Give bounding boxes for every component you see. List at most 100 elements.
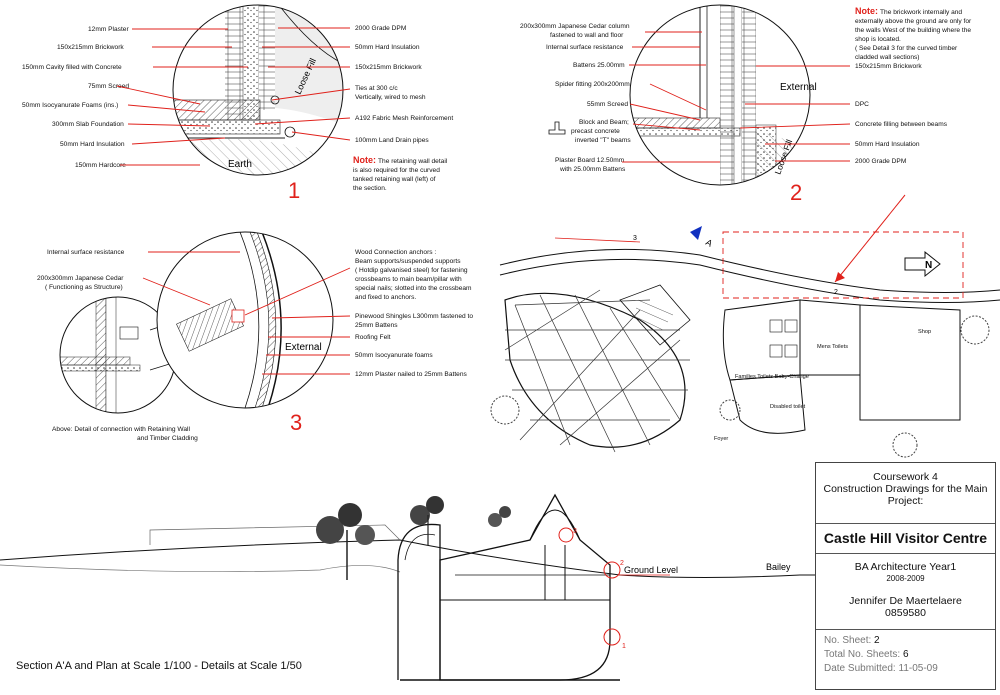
ground-level-label: Ground Level xyxy=(624,565,678,575)
detail-1-note-head: Note: xyxy=(353,155,376,165)
tb-date-label: Date Submitted: xyxy=(824,663,896,674)
d1-label-isocyanurate: 50mm Isocyanurate Foams (ins.) xyxy=(22,102,118,109)
d3-caption-line-1: Above: Detail of connection with Retaini… xyxy=(52,426,190,433)
d3-label-plaster: 12mm Plaster nailed to 25mm Battens xyxy=(355,371,467,378)
d2-label-hard-insul: 50mm Hard Insulation xyxy=(855,141,920,148)
d2-note-line-3: the walls West of the building where the xyxy=(855,27,971,34)
d3-label-anchors: Wood Connection anchors : xyxy=(355,249,436,256)
d1-label-hard-insul-r: 50mm Hard Insulation xyxy=(355,44,420,51)
d2-label-cedar: 200x300mm Japanese Cedar column xyxy=(520,23,630,30)
plan-section-marker: A xyxy=(704,237,714,249)
d1-label-ties-2: Vertically, wired to mesh xyxy=(355,94,426,101)
d1-label-mesh: A192 Fabric Mesh Reinforcement xyxy=(355,115,453,122)
d2-note-line-6: cladded wall sections) xyxy=(855,54,920,61)
d3-label-cedar-2: ( Functioning as Structure) xyxy=(45,284,123,291)
d1-note-line-4: the section. xyxy=(353,185,387,192)
detail-2-note-head: Note: xyxy=(855,6,878,16)
section-aa: 1 2 3 Ground Level Bailey xyxy=(0,493,815,681)
detail-3-external-label: External xyxy=(285,342,322,353)
d3-label-anchors-5: special nails; slotted into the crossbea… xyxy=(355,285,472,292)
detail-2-right-labels: 150x215mm Brickwork DPC Concrete filling… xyxy=(855,63,948,165)
d2-label-dpc: DPC xyxy=(855,101,869,108)
d2-label-brick: 150x215mm Brickwork xyxy=(855,63,922,70)
d3-label-anchors-6: and fixed to anchors. xyxy=(355,294,416,301)
d1-label-cavity: 150mm Cavity filled with Concrete xyxy=(22,64,122,71)
d3-label-foams: 50mm Isocyanurate foams xyxy=(355,352,433,359)
d3-label-anchors-2: Beam supports/suspended supports xyxy=(355,258,461,265)
section-marker-2: 2 xyxy=(620,560,624,567)
tb-sheet-row: No. Sheet: 2 xyxy=(824,635,880,646)
d3-label-shingles-2: 25mm Battens xyxy=(355,322,398,329)
plan-room-family: Families Toilets Baby-Change xyxy=(735,374,809,380)
d1-label-plaster: 12mm Plaster xyxy=(88,26,129,33)
detail-1-right-labels: 2000 Grade DPM 50mm Hard Insulation 150x… xyxy=(355,25,453,144)
tb-total-row: Total No. Sheets: 6 xyxy=(824,649,909,660)
d1-label-dpm: 2000 Grade DPM xyxy=(355,25,406,32)
d2-label-block-2: precast concrete xyxy=(571,128,620,135)
tb-total-value: 6 xyxy=(902,649,909,660)
tb-construction: Construction Drawings for the Main xyxy=(823,483,988,495)
d2-label-dpm: 2000 Grade DPM xyxy=(855,158,906,165)
plan-marker-2: 2 xyxy=(834,289,838,296)
floor-plan: 2 3 A N Mens Toilets Families Toilets Ba… xyxy=(490,194,1000,458)
detail-1-number: 1 xyxy=(288,178,300,203)
plan-room-disabled: Disabled toilet xyxy=(770,404,806,410)
d2-label-block: Block and Beam; xyxy=(579,119,629,126)
tb-project-label: Project: xyxy=(887,495,924,507)
tb-sheet-value: 2 xyxy=(874,635,880,646)
glass-pavilion xyxy=(504,289,690,453)
plan-room-shop: Shop xyxy=(918,329,931,335)
d2-label-cedar-2: fastened to wall and floor xyxy=(550,32,624,39)
tb-student-id: 0859580 xyxy=(885,607,926,619)
d1-note-line-2: is also required for the curved xyxy=(353,167,440,174)
d1-label-brick-r: 150x215mm Brickwork xyxy=(355,64,422,71)
detail-3-number: 3 xyxy=(290,410,302,435)
section-marker-1: 1 xyxy=(622,643,626,650)
d3-caption-line-2: and Timber Cladding xyxy=(137,435,198,442)
d3-label-surface: Internal surface resistance xyxy=(47,249,125,256)
d3-label-anchors-4: crossbeams to main beam/pillar with xyxy=(355,276,462,283)
tb-sheet-label: No. Sheet: xyxy=(824,635,872,646)
tb-total-label: Total No. Sheets: xyxy=(824,649,901,660)
detail-3-left-labels: Internal surface resistance 200x300mm Ja… xyxy=(37,249,125,291)
d3-label-anchors-3: ( Hotdip galvanised steel) for fastening xyxy=(355,267,468,274)
d1-label-screed: 75mm Screed xyxy=(88,83,129,90)
plan-marker-3: 3 xyxy=(633,235,637,242)
detail-3: External 3 Internal surface resistance 2… xyxy=(37,231,473,442)
tb-date-row: Date Submitted: 11-05-09 xyxy=(824,663,938,674)
d1-label-ties: Ties at 300 c/c xyxy=(355,85,398,92)
detail-2-number: 2 xyxy=(790,180,802,205)
d2-label-spider: Spider fitting 200x200mm xyxy=(555,81,630,88)
tb-course: BA Architecture Year1 xyxy=(854,561,957,573)
d2-note-line-2: externally above the ground are only for xyxy=(855,18,972,25)
d1-label-hard-insulation: 50mm Hard Insulation xyxy=(60,141,125,148)
sheet-caption: Section A'A and Plan at Scale 1/100 - De… xyxy=(16,660,302,672)
detail-1-left-labels: 12mm Plaster 150x215mm Brickwork 150mm C… xyxy=(22,26,129,169)
section-marker-3: 3 xyxy=(573,528,577,535)
detail-1: Earth Loose Fill 1 12mm Plaster 150x215m… xyxy=(22,4,453,203)
d2-note-line-4: shop is located. xyxy=(855,36,901,43)
section-trees xyxy=(316,496,511,580)
d2-label-block-3: inverted "T" beams xyxy=(575,137,631,144)
detail-2-external-label: External xyxy=(780,82,817,93)
d2-label-battens: Battens 25.00mm xyxy=(573,62,625,69)
d1-note-line-1: The retaining wall detail xyxy=(378,158,448,165)
d1-note-line-3: tanked retaining wall (left) of xyxy=(353,176,436,183)
title-block: Coursework 4 Construction Drawings for t… xyxy=(815,462,996,690)
d2-label-plaster: Plaster Board 12.50mm xyxy=(555,157,625,164)
detail-3-right-labels: Wood Connection anchors : Beam supports/… xyxy=(355,249,473,378)
bailey-label: Bailey xyxy=(766,562,791,572)
d1-label-brickwork: 150x215mm Brickwork xyxy=(57,44,124,51)
d1-label-drain: 100mm Land Drain pipes xyxy=(355,137,429,144)
inverted-t-beam-icon xyxy=(548,121,566,135)
d2-note-line-1: The brickwork internally and xyxy=(880,9,962,16)
d2-note-line-5: ( See Detail 3 for the curved timber xyxy=(855,45,958,52)
svg-text:N: N xyxy=(925,260,932,271)
north-arrow-icon xyxy=(904,250,941,278)
tb-years: 2008-2009 xyxy=(886,574,925,583)
tb-author: Jennifer De Maertelaere xyxy=(849,595,962,607)
plan-room-mens: Mens Toilets xyxy=(817,344,848,350)
detail-1-earth-label: Earth xyxy=(228,159,252,170)
d2-label-concrete: Concrete filling between beams xyxy=(855,121,948,128)
